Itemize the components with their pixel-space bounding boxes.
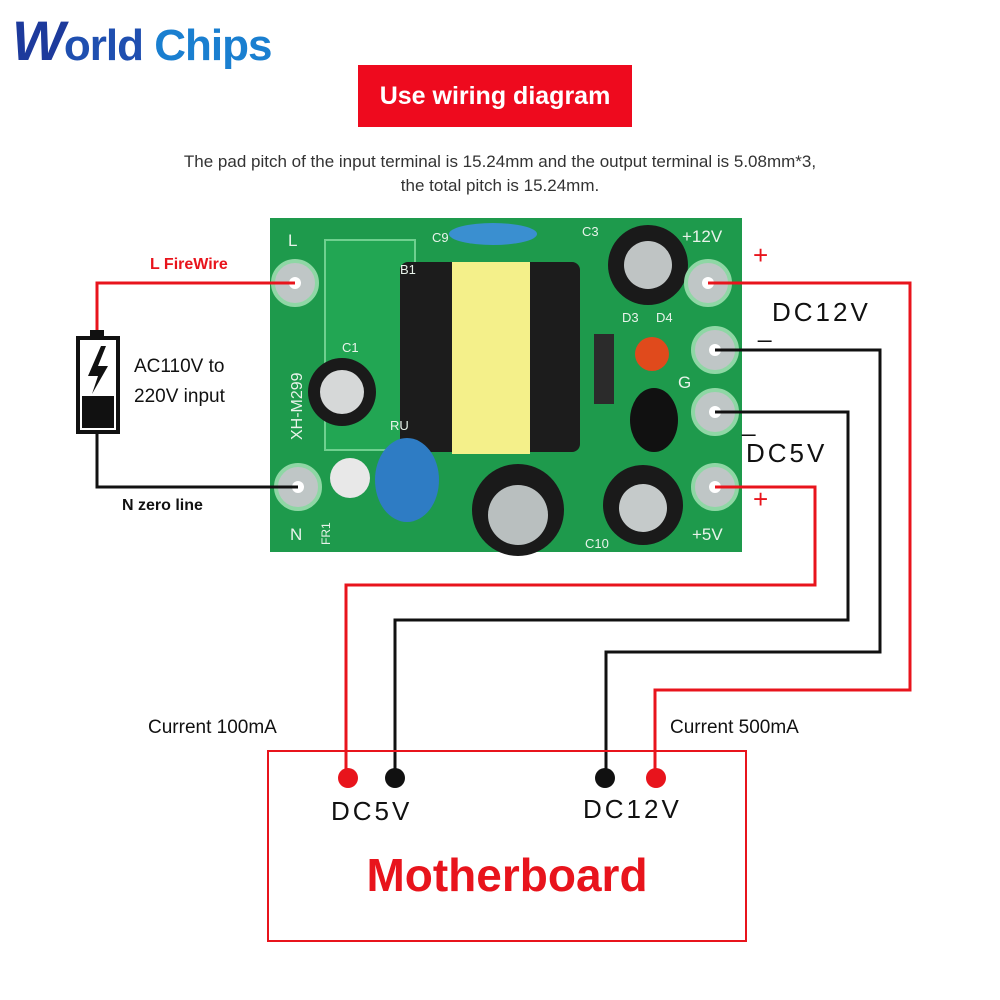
dc5v-plus-terminal: [338, 768, 358, 788]
silk-c9: C9: [432, 230, 449, 245]
gnd12v-wire: [604, 348, 882, 778]
ac-source-battery-icon: [76, 330, 120, 434]
silk-ru: RU: [390, 418, 409, 433]
silk-g: G: [678, 373, 691, 392]
dc12v-minus-terminal: [595, 768, 615, 788]
silk-c3: C3: [582, 224, 599, 239]
l-firewire-label: L FireWire: [150, 256, 228, 273]
dc12v-output-label: DC12V: [772, 297, 871, 327]
source-label-line1: AC110V to: [134, 356, 225, 377]
plus5v-wire: [344, 485, 817, 778]
varistor: [375, 438, 439, 522]
current-12v-label: Current 500mA: [670, 717, 799, 738]
silk-l: L: [288, 231, 297, 250]
fuse-fr1: [330, 458, 370, 498]
diagram-title-banner: Use wiring diagram: [358, 65, 632, 127]
dc12v-minus-sign: _: [758, 316, 772, 343]
silk-d3: D3: [622, 310, 639, 325]
source-label-line2: 220V input: [134, 386, 225, 407]
l-wire: [95, 281, 295, 334]
motherboard-title: Motherboard: [366, 849, 648, 901]
silk-b1: B1: [400, 262, 416, 277]
silk-n: N: [290, 525, 302, 544]
dc5v-output-label: DC5V: [746, 438, 828, 468]
dc5v-minus-terminal: [385, 768, 405, 788]
pitch-note-line1: The pad pitch of the input terminal is 1…: [183, 152, 817, 171]
pitch-note-line2: the total pitch is 15.24mm.: [400, 176, 600, 195]
dc5v-plus-sign: +: [753, 484, 769, 514]
current-5v-label: Current 100mA: [148, 717, 277, 738]
dc5v-minus-sign: _: [742, 410, 756, 437]
dc12v-plus-sign: +: [753, 240, 769, 270]
led-d4: [635, 337, 669, 371]
motherboard-dc5v-label: DC5V: [331, 796, 413, 826]
diode-d3: [594, 334, 614, 404]
motherboard-box: [267, 750, 747, 942]
capacitor-c9: [449, 223, 537, 245]
world-chips-logo: World Chips: [12, 9, 272, 72]
n-wire: [95, 432, 298, 489]
silk-plus12v: +12V: [682, 227, 723, 246]
silk-fr1: FR1: [319, 522, 333, 545]
silk-model: XH-M299: [289, 372, 306, 440]
silk-plus5v: +5V: [692, 525, 723, 544]
dc12v-plus-terminal: [646, 768, 666, 788]
transformer-core: [452, 262, 530, 454]
silk-c10: C10: [585, 536, 609, 551]
silk-c1: C1: [342, 340, 359, 355]
motherboard-dc12v-label: DC12V: [583, 794, 682, 824]
regulator-u4: [630, 388, 678, 452]
plus12v-wire: [653, 281, 912, 778]
power-module-pcb: L N +12V +5V G C1 C3 C9 B1 D3 D4 RU C10 …: [270, 218, 742, 556]
gnd5v-wire: [393, 410, 850, 778]
silk-d4: D4: [656, 310, 673, 325]
n-zero-line-label: N zero line: [122, 497, 203, 514]
